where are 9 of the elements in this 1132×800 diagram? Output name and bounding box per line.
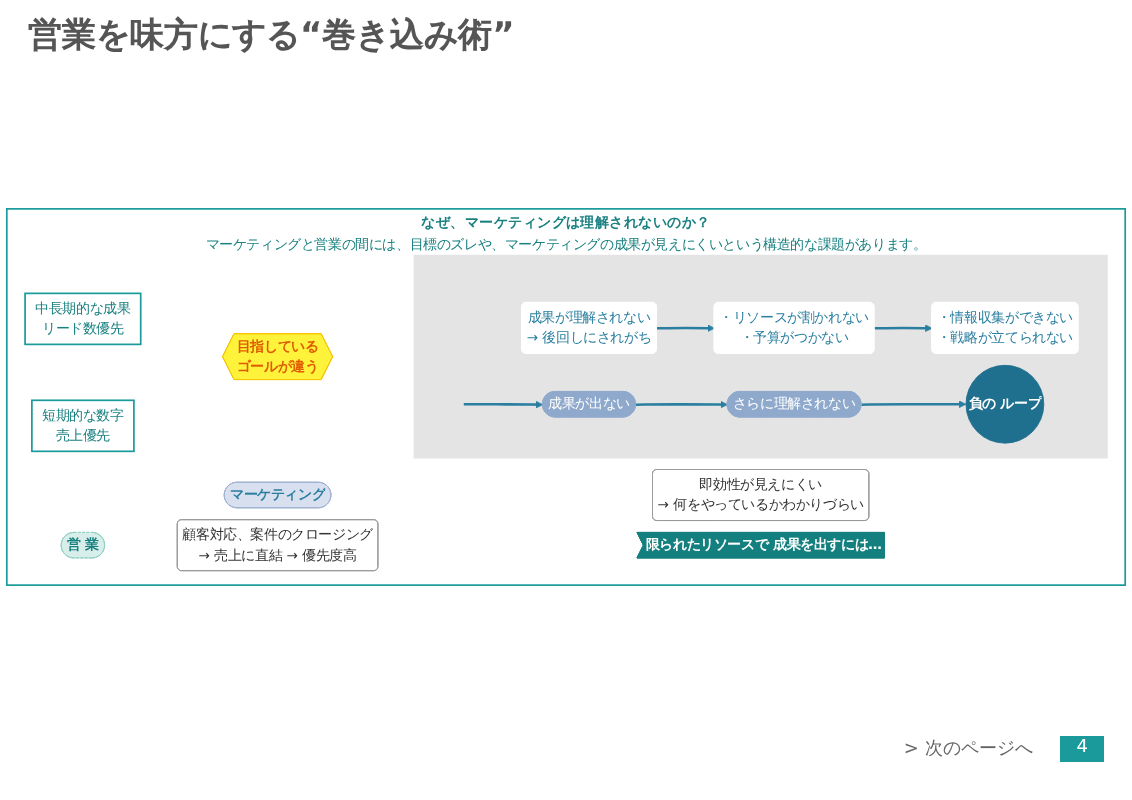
cluster (413, 254, 1108, 459)
page-number: 4 (1060, 736, 1104, 762)
arrow (861, 400, 967, 408)
arrow (635, 400, 728, 409)
next-page-note: > 次のページへ (903, 737, 1033, 762)
page-title: 営業を味方にする“巻き込み術” (28, 14, 517, 58)
arrow (656, 324, 715, 332)
arrow (874, 324, 933, 332)
arrow (463, 400, 544, 409)
